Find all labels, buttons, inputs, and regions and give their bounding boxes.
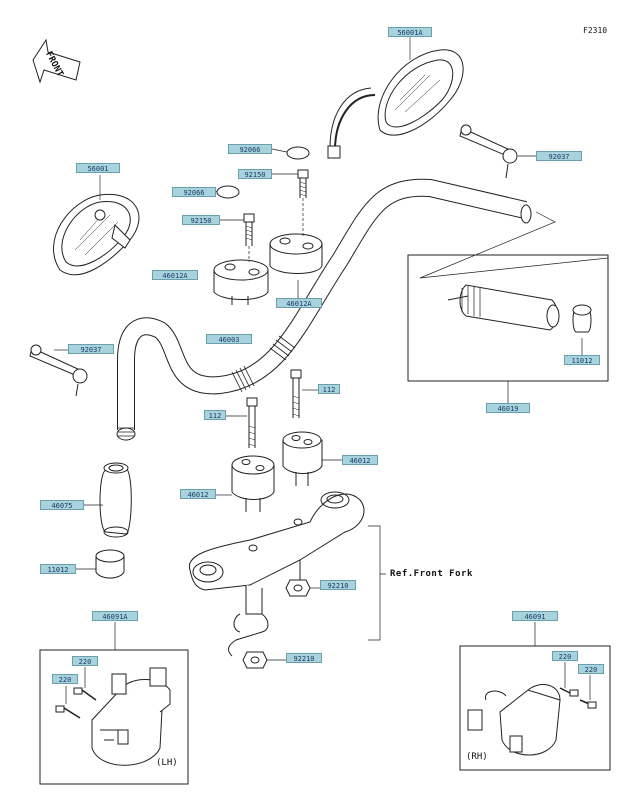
spanner-left-drawing [29, 344, 88, 397]
triple-clamp-drawing [188, 491, 365, 657]
callout-spanner-left: 92037 [68, 344, 114, 354]
bolt-92150-upper [297, 169, 309, 198]
bolt-112-left [246, 397, 258, 448]
callout-bolt-upper-b: 92150 [182, 215, 220, 225]
callout-mirror-right: 56001A [388, 27, 432, 37]
callout-bolt-riser-a: 112 [204, 410, 226, 420]
left-switch-box [39, 649, 189, 785]
callout-weight-left: 11012 [40, 564, 76, 574]
callout-weight-right: 11012 [564, 355, 600, 365]
callout-grip-left: 46075 [40, 500, 84, 510]
callout-grip-right-assy: 46019 [486, 403, 530, 413]
left-mirror-drawing [53, 193, 140, 276]
callout-bolt-upper-a: 92150 [238, 169, 272, 179]
side-marker-left: (LH) [156, 758, 178, 768]
callout-nut-b: 92210 [286, 653, 322, 663]
nut-92210-lower [242, 651, 268, 669]
callout-switch-right: 46091 [512, 611, 558, 621]
callout-bolt-riser-b: 112 [318, 384, 340, 394]
front-arrow-icon [32, 38, 81, 84]
callout-cap-lower: 92066 [172, 187, 216, 197]
figure-code: F2310 [583, 26, 608, 35]
callout-holder-left: 46012A [152, 270, 198, 280]
holder-46012A-right [269, 233, 323, 274]
left-grip-drawing [99, 462, 132, 538]
riser-46012-right [282, 431, 323, 486]
right-grip-box [407, 254, 609, 382]
bolt-112-right [290, 369, 302, 418]
right-mirror-drawing [327, 49, 464, 159]
spanner-right-drawing [459, 124, 518, 179]
callout-riser-left: 46012 [180, 489, 216, 499]
cap-92066-upper [286, 146, 310, 160]
nut-92210-upper [285, 579, 311, 597]
callout-spanner-right: 92037 [536, 151, 582, 161]
callout-screw-l2: 220 [52, 674, 78, 684]
cap-92066-lower [216, 185, 240, 199]
holder-46012A-left [213, 259, 269, 305]
callout-nut-a: 92210 [320, 580, 356, 590]
callout-screw-r2: 220 [578, 664, 604, 674]
riser-46012-left [231, 455, 275, 512]
callout-holder-right: 46012A [276, 298, 322, 308]
callout-screw-l1: 220 [72, 656, 98, 666]
callout-switch-left: 46091A [92, 611, 138, 621]
callout-mirror-left: 56001 [76, 163, 120, 173]
callout-screw-r1: 220 [552, 651, 578, 661]
handlebar-drawing [116, 178, 532, 441]
callout-handlebar: 46003 [206, 334, 252, 344]
callout-riser-right: 46012 [342, 455, 378, 465]
callout-cap-upper: 92066 [228, 144, 272, 154]
bolt-92150-lower [243, 213, 255, 246]
side-marker-right: (RH) [466, 752, 488, 762]
left-weight-drawing [95, 549, 125, 579]
right-switch-box [459, 645, 611, 771]
reference-note: Ref.Front Fork [390, 569, 473, 579]
